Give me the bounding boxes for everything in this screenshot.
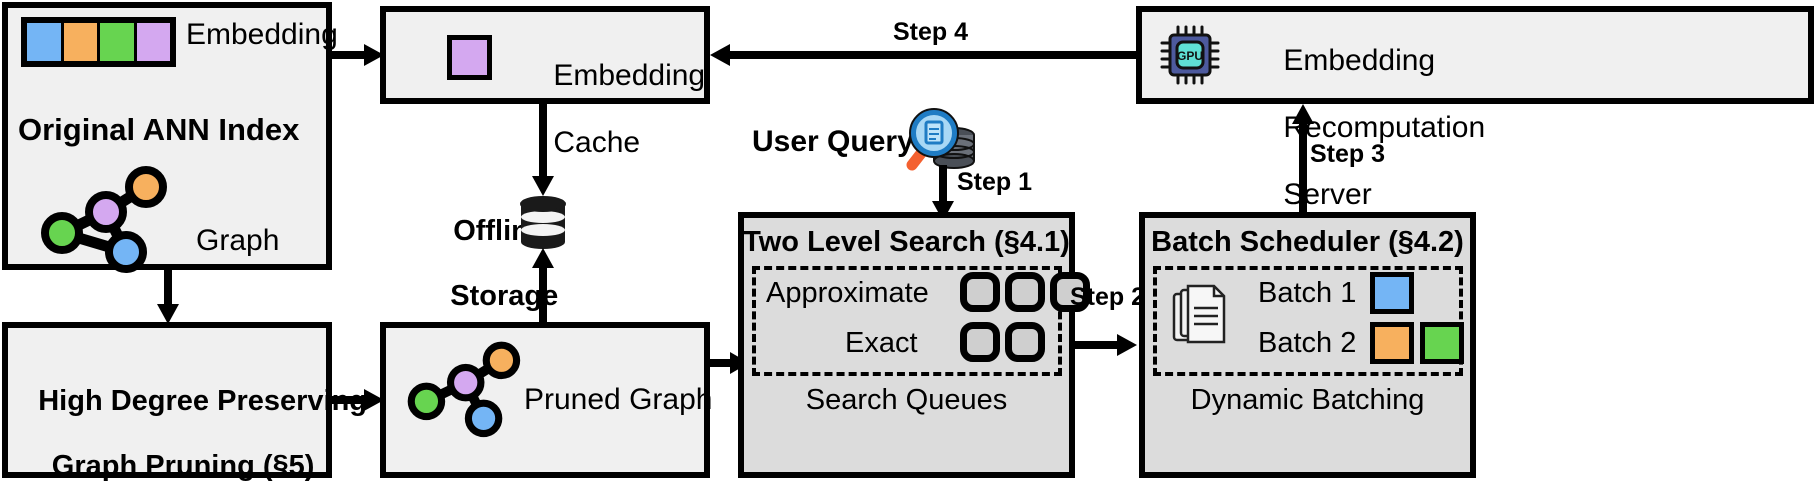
dynamic-batching-footer: Dynamic Batching — [1190, 384, 1425, 416]
batch-scheduler-title: Batch Scheduler (§4.2) — [1151, 226, 1464, 258]
recomputation-server-title: Embedding Recomputation Server — [1250, 10, 1485, 245]
batch-1-label: Batch 1 — [1258, 277, 1357, 309]
embedding-swatch-orange — [63, 23, 100, 61]
recomputation-server-box — [1136, 6, 1814, 104]
gpu-chip-icon-text: GPU — [1177, 49, 1203, 63]
batch-2-label: Batch 2 — [1258, 327, 1357, 359]
queue-slot[interactable] — [960, 322, 1000, 362]
arrow-pruning-to-pruned-graph — [332, 389, 384, 411]
arrow-index-to-pruning — [157, 270, 179, 324]
magnifier-part — [906, 108, 959, 171]
queue-slot[interactable] — [1050, 272, 1090, 312]
search-queues-dashed-region — [752, 266, 1062, 376]
arrow-step3-scheduler-to-server — [1292, 104, 1314, 214]
graph-pruning-title-line2: Graph Pruning (§5) — [51, 450, 315, 481]
embedding-swatch-green — [100, 23, 137, 61]
search-database-icon — [906, 108, 975, 171]
batch-1-swatches — [1370, 272, 1414, 314]
embedding-cache-title-line2: Cache — [553, 125, 641, 159]
arrow-step2-search-to-scheduler — [1075, 334, 1137, 356]
arrow-step4-server-to-cache — [710, 44, 1138, 66]
recomputation-server-title-line3: Server — [1283, 177, 1372, 211]
search-row-approximate-label: Approximate — [766, 277, 929, 309]
pruned-graph-label: Pruned Graph — [524, 383, 713, 416]
arrow-cache-to-storage — [532, 104, 554, 196]
graph-pruning-title-line1: High Degree Preserving — [38, 385, 368, 418]
embedding-cache-title-line1: Embedding — [553, 58, 706, 92]
arrow-pruned-to-storage — [532, 248, 554, 326]
embedding-swatch-purple — [136, 23, 170, 61]
original-graph-icon — [41, 166, 167, 273]
search-queues-footer: Search Queues — [805, 384, 1008, 416]
embedding-swatch-strip — [21, 17, 176, 67]
two-level-search-title: Two Level Search (§4.1) — [743, 226, 1070, 258]
gpu-chip-icon: GPU — [1160, 25, 1220, 85]
step3-label: Step 3 — [1310, 140, 1386, 168]
embedding-label: Embedding — [186, 18, 338, 51]
step4-label: Step 4 — [893, 18, 969, 46]
user-query-label: User Query — [752, 125, 914, 158]
graph-label: Graph — [196, 224, 280, 257]
pruned-graph-icon — [407, 341, 521, 438]
batch-swatch-orange — [1370, 322, 1414, 364]
queue-slot[interactable] — [1005, 322, 1045, 362]
arrow-step1-query-to-search — [932, 165, 954, 221]
batch-scheduler-box — [1139, 212, 1476, 478]
search-row-exact-queues — [960, 322, 1045, 362]
embedding-cache-title: Embedding Cache — [520, 25, 705, 193]
search-row-approximate-queues — [960, 272, 1090, 312]
batch-swatch-blue — [1370, 272, 1414, 314]
queue-slot[interactable] — [1005, 272, 1045, 312]
graph-pruning-title: High Degree Preserving Graph Pruning (§5… — [6, 353, 367, 481]
dynamic-batching-dashed-region — [1153, 266, 1463, 376]
step1-label: Step 1 — [957, 168, 1033, 196]
documents-stack-icon — [1172, 284, 1226, 344]
search-row-exact-label: Exact — [845, 327, 918, 359]
step2-label: Step 2 — [1070, 283, 1146, 311]
database-icon — [520, 196, 566, 249]
embedding-cache-swatch — [447, 35, 492, 80]
embedding-swatch-blue — [27, 23, 64, 61]
queue-slot[interactable] — [960, 272, 1000, 312]
recomputation-server-title-line1: Embedding — [1283, 43, 1436, 77]
arrow-index-to-cache — [332, 44, 384, 66]
batch-2-swatches — [1370, 322, 1464, 364]
graph-pruning-box — [2, 322, 332, 478]
batch-swatch-green — [1420, 322, 1464, 364]
recomputation-server-title-line2: Recomputation — [1283, 110, 1486, 144]
original-ann-index-title: Original ANN Index — [18, 112, 300, 147]
